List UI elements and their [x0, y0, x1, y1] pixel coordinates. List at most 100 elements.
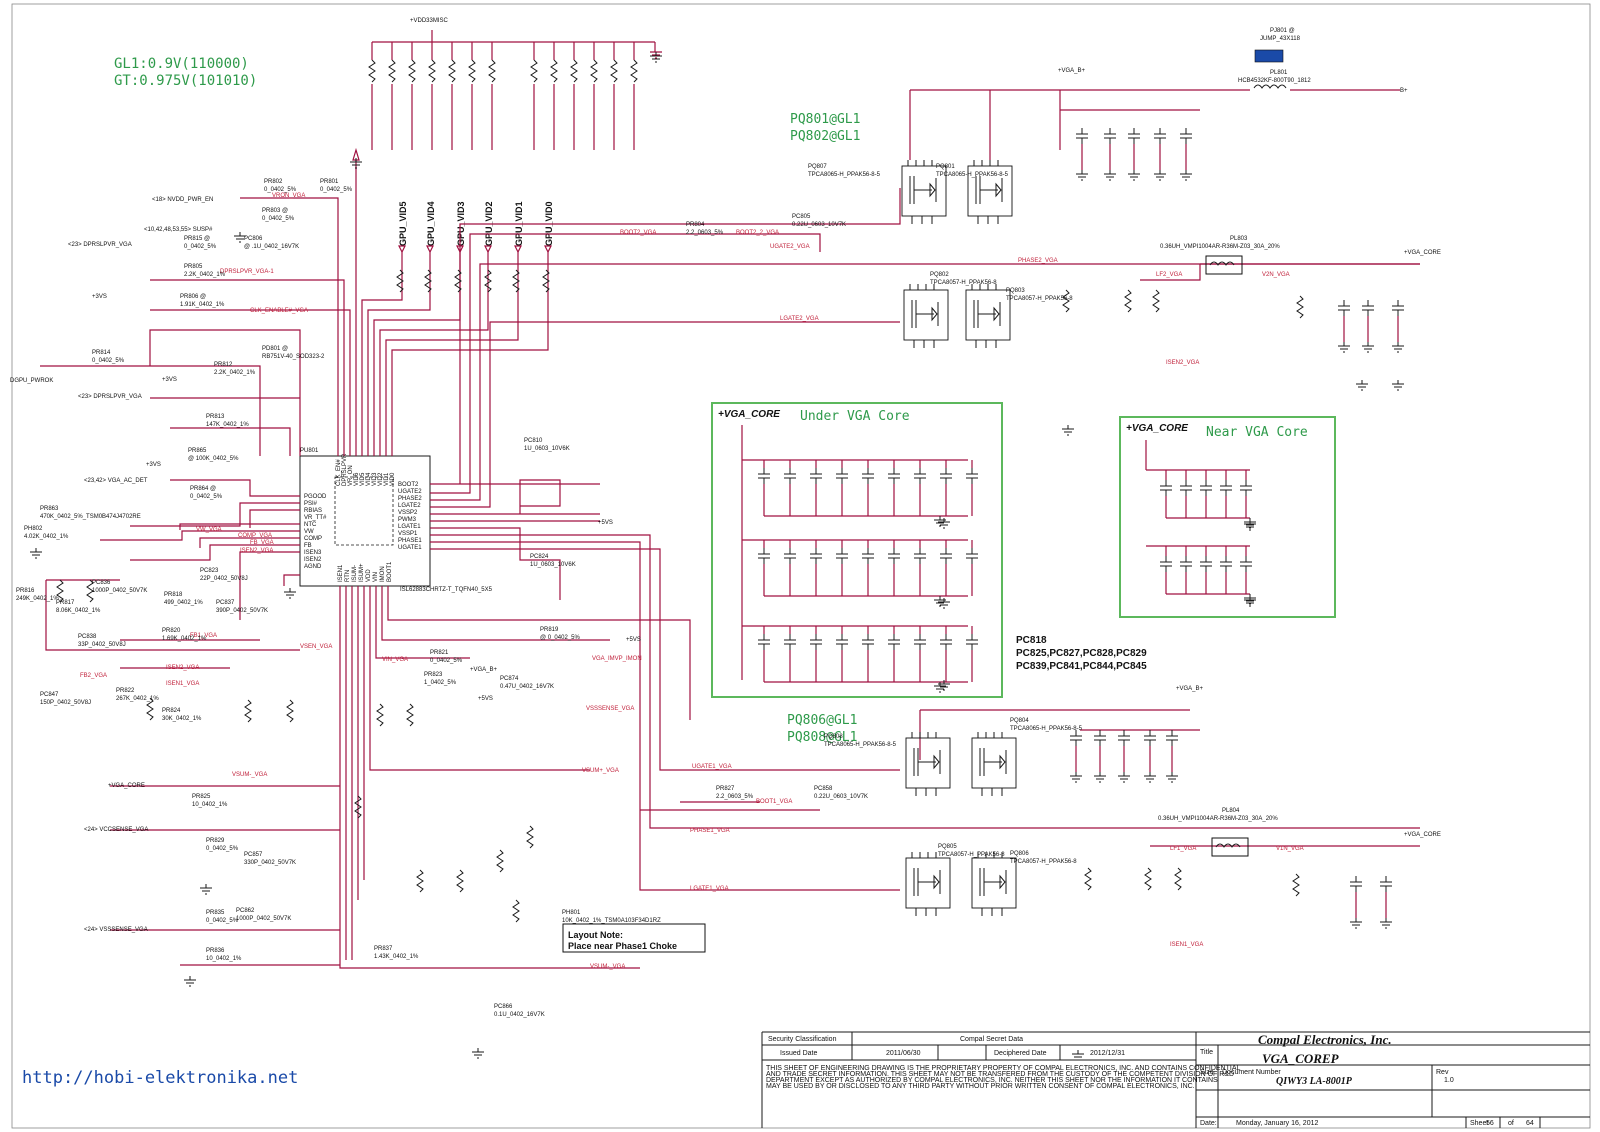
- part-val-pq803: TPCA8057-H_PPAK56-8: [1006, 296, 1073, 302]
- note-gl1: GL1:0.9V(110000): [114, 56, 249, 72]
- svg-text:+5VS: +5VS: [478, 696, 493, 702]
- ic-pin-top-4: VID5: [360, 472, 366, 486]
- ic-pin-left-8: ISEN3: [304, 550, 322, 556]
- mosfet-7: [971, 857, 1017, 909]
- part-val-pr829: 0_0402_5%: [206, 846, 239, 852]
- pj801-ref: PJ801 @: [1270, 28, 1295, 34]
- ic-pin-bottom-3: ISUM+: [359, 563, 365, 582]
- part-val-pc836: 1000P_0402_50V7K: [92, 588, 147, 594]
- part-val-pr801: 0_0402_5%: [320, 187, 353, 193]
- part-val-pr865: @ 100K_0402_5%: [188, 456, 239, 462]
- part-ref-pc824: PC824: [530, 554, 549, 560]
- ic-pin-right-7: VSSP1: [398, 531, 418, 537]
- power-stage: [901, 160, 1017, 916]
- ic-ref: PU801: [300, 448, 319, 454]
- svg-text:Security Classification: Security Classification: [768, 1036, 837, 1043]
- watermark-url: http://hobi-elektronika.net: [22, 1068, 298, 1088]
- svg-text:LF2_VGA: LF2_VGA: [1156, 272, 1182, 278]
- ic-pin-left-4: NTC: [304, 522, 317, 528]
- part-ref-pr822: PR822: [116, 688, 135, 694]
- part-val-pq801: TPCA8065-H_PPAK56-8-5: [936, 172, 1009, 178]
- bulk-capacitors: [1070, 128, 1404, 929]
- misc-power-label: +VDD33MISC: [410, 18, 449, 24]
- svg-text:+3VS: +3VS: [162, 377, 177, 383]
- inductors: PJ801 @ JUMP_43X118 PL801 HCB4532KF-800T…: [1058, 28, 1441, 857]
- part-ref-pr835: PR835: [206, 910, 225, 916]
- cap-list-1: PC818: [1016, 635, 1047, 646]
- part-ref-pc823: PC823: [200, 568, 219, 574]
- part-ref-ph802: PH802: [24, 526, 43, 532]
- part-val-pc823: 22P_0402_50V8J: [200, 576, 248, 582]
- vga-core-label-1: +VGA_CORE: [1404, 250, 1441, 256]
- svg-text:DGPU_PWROK: DGPU_PWROK: [10, 378, 53, 384]
- part-val-pc874: 0.47U_0402_16V7K: [500, 684, 554, 690]
- part-ref-pc836: PC836: [92, 580, 111, 586]
- svg-text:+5VS: +5VS: [598, 520, 613, 526]
- part-ref-pq801: PQ801: [936, 164, 955, 170]
- ic-pin-right-4: VSSP2: [398, 510, 418, 516]
- left-signals: <18> NVDD_PWR_EN <10,42,48,53,55> SUSP# …: [10, 197, 213, 933]
- svg-text:V1N_VGA: V1N_VGA: [1276, 846, 1304, 852]
- pl803-ref: PL803: [1230, 236, 1248, 242]
- svg-text:ISEN2_VGA: ISEN2_VGA: [166, 665, 199, 671]
- svg-text:<24> VCCSENSE_VGA: <24> VCCSENSE_VGA: [84, 827, 148, 833]
- part-val-pr864: 0_0402_5%: [190, 494, 223, 500]
- part-ref-ph801: PH801: [562, 910, 581, 916]
- part-ref-pr863: PR863: [40, 506, 59, 512]
- ic-pin-top-0: CLK_EN#: [336, 459, 342, 486]
- svg-text:VGA_IMVP_IMON: VGA_IMVP_IMON: [592, 656, 642, 662]
- part-val-pr803: 0_0402_5%: [262, 216, 295, 222]
- part-ref-pr817: PR817: [56, 600, 75, 606]
- svg-text:FB1_VGA: FB1_VGA: [190, 633, 217, 639]
- part-val-pr804: 2.2_0603_5%: [686, 230, 724, 236]
- part-val-pc857: 330P_0402_50V7K: [244, 860, 296, 866]
- part-ref-pq808: PQ808: [824, 734, 843, 740]
- svg-text:LGATE2_VGA: LGATE2_VGA: [780, 316, 819, 322]
- part-val-pr821: 0_0402_5%: [430, 658, 463, 664]
- svg-text:Sheet: Sheet: [1470, 1120, 1488, 1127]
- ic-pin-bottom-4: VDD: [366, 569, 372, 582]
- part-ref-pr837: PR837: [374, 946, 393, 952]
- part-val-pr820: 1.69K_0402_1%: [162, 636, 207, 642]
- part-val-pc824: 1U_0603_10V6K: [530, 562, 576, 568]
- part-ref-pq803: PQ803: [1006, 288, 1025, 294]
- svg-text:VSEN_VGA: VSEN_VGA: [300, 644, 332, 650]
- part-val-pr827: 2.2_0603_5%: [716, 794, 754, 800]
- part-val-pc810: 1U_0603_10V6K: [524, 446, 570, 452]
- part-val-pr836: 10_0402_1%: [206, 956, 242, 962]
- part-ref-pc838: PC838: [78, 634, 97, 640]
- sheet-border: [11, 3, 1591, 1129]
- part-ref-pc805: PC805: [792, 214, 811, 220]
- svg-text:<18> NVDD_PWR_EN: <18> NVDD_PWR_EN: [152, 197, 213, 203]
- part-ref-pr801: PR801: [320, 179, 339, 185]
- ic-pin-top-7: VID2: [378, 472, 384, 486]
- ic-pin-left-2: RBIAS: [304, 508, 322, 514]
- layout-note: Layout Note: Place near Phase1 Choke: [562, 923, 706, 953]
- svg-text:BOOT2_VGA: BOOT2_VGA: [620, 230, 656, 236]
- part-val-pr806: 1.91K_0402_1%: [180, 302, 225, 308]
- ic-pin-bottom-2: ISUM-: [352, 565, 358, 582]
- ic-pin-bottom-5: VIN: [373, 572, 379, 582]
- part-ref-pq807: PQ807: [808, 164, 827, 170]
- ic-pin-bottom-6: IMON: [380, 566, 386, 582]
- svg-text:VSUM+_VGA: VSUM+_VGA: [582, 768, 619, 774]
- ic-pin-bottom-1: RTN: [345, 570, 351, 582]
- under-zone-title: Under VGA Core: [800, 409, 910, 424]
- pl801-val: HCB4532KF-800T90_1812: [1238, 78, 1311, 84]
- part-ref-pq802: PQ802: [930, 272, 949, 278]
- part-ref-pr814: PR814: [92, 350, 111, 356]
- part-ref-pc858: PC858: [814, 786, 833, 792]
- part-ref-pr819: PR819: [540, 627, 559, 633]
- near-vga-core-box: +VGA_CORE Near VGA Core: [1119, 416, 1336, 618]
- svg-text:2012/12/31: 2012/12/31: [1090, 1050, 1125, 1057]
- ic-pin-top-6: VID3: [372, 472, 378, 486]
- svg-text:+VGA_B+: +VGA_B+: [470, 667, 498, 673]
- svg-text:<24> VSSSENSE_VGA: <24> VSSSENSE_VGA: [84, 927, 148, 933]
- ic-pin-bottom-7: BOOT1: [387, 561, 393, 582]
- ic-pin-right-9: UGATE1: [398, 545, 422, 551]
- part-ref-pq805: PQ805: [938, 844, 957, 850]
- part-ref-pr812: PR812: [214, 362, 233, 368]
- small-discretes: [56, 269, 1304, 923]
- part-ref-pc806: PC806: [244, 236, 263, 242]
